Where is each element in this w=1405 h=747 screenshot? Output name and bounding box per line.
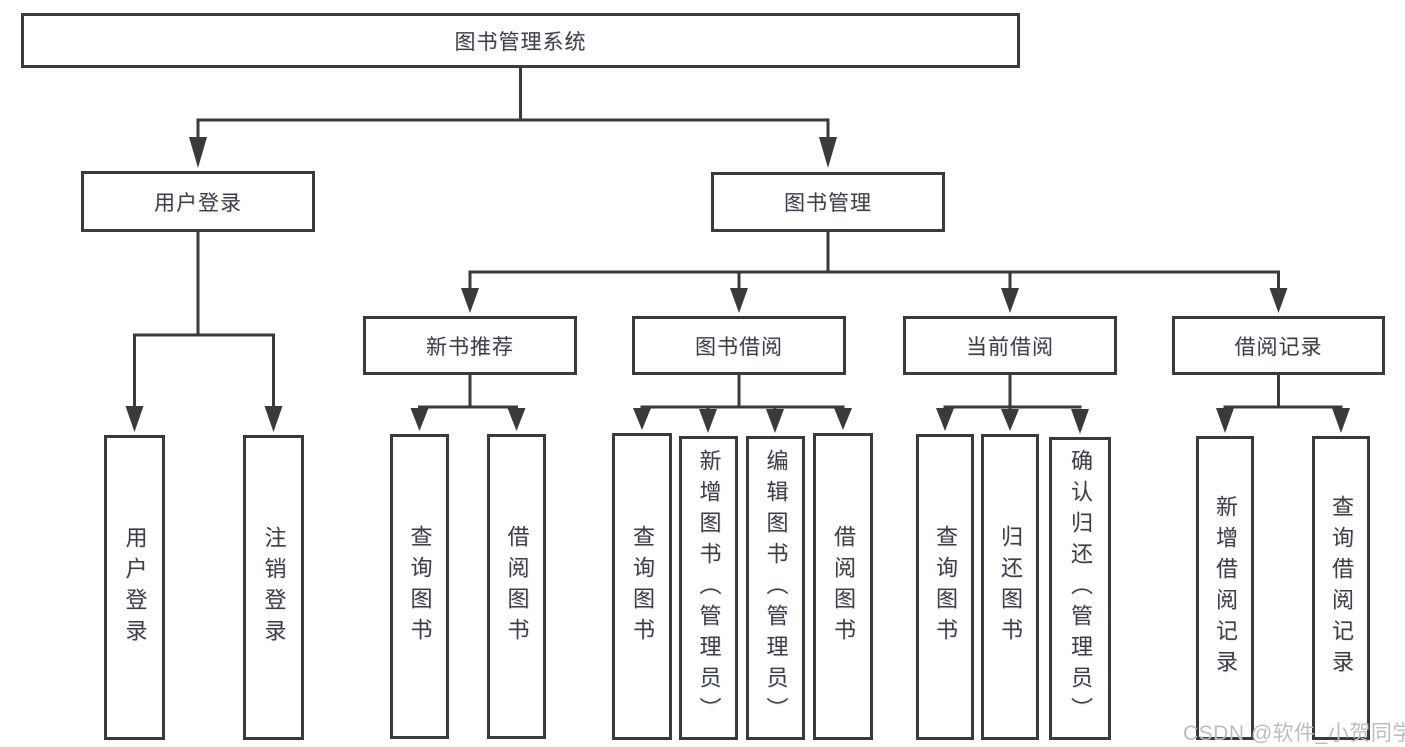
node-book-management: 图书管理	[711, 172, 945, 232]
leaf-newrec-query-books: 查询图书	[390, 434, 449, 739]
leaf-borrowing-borrow-books: 借阅图书	[813, 433, 873, 740]
leaf-current-return-books: 归还图书	[981, 434, 1039, 740]
leaf-records-add-record: 新增借阅记录	[1196, 436, 1254, 740]
node-library-system: 图书管理系统	[21, 13, 1020, 68]
node-new-book-recommend: 新书推荐	[363, 316, 577, 375]
node-book-borrowing: 图书借阅	[632, 316, 846, 375]
node-user-login: 用户登录	[81, 171, 315, 232]
node-current-borrowing: 当前借阅	[903, 316, 1117, 375]
leaf-logout: 注销登录	[243, 435, 304, 740]
leaf-user-login: 用户登录	[104, 435, 165, 740]
leaf-borrowing-edit-books-admin: 编辑图书（管理员）	[746, 436, 805, 740]
leaf-current-confirm-return-admin: 确认归还（管理员）	[1049, 437, 1111, 740]
leaf-borrowing-query-books: 查询图书	[612, 433, 672, 740]
leaf-current-query-books: 查询图书	[916, 434, 974, 740]
leaf-borrowing-add-books-admin: 新增图书（管理员）	[679, 436, 738, 740]
leaf-records-query-record: 查询借阅记录	[1312, 436, 1370, 740]
leaf-newrec-borrow-books: 借阅图书	[487, 434, 546, 739]
node-borrowing-records: 借阅记录	[1172, 316, 1385, 375]
watermark: CSDN @软件_小贺同学	[1183, 722, 1405, 745]
